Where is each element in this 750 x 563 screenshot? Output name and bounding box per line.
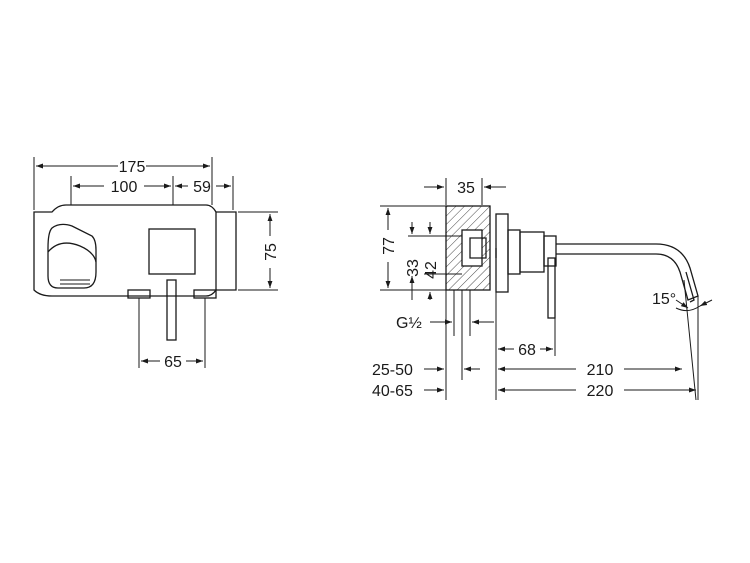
dim-label-right-span: 59 [193,179,211,196]
dim-label-spout-reach-b: 220 [587,383,614,400]
dim-label-left-span: 100 [111,179,138,196]
dim-label-thread: G½ [396,315,422,332]
dim-label-angle: 15° [652,291,676,308]
dim-label-mid-height: 42 [423,261,440,279]
mixer-body [519,231,545,273]
dim-label-wall-range-b: 40-65 [372,383,413,400]
side-lever [547,257,556,319]
dim-label-spout-spacing: 65 [164,354,182,371]
front-view: 175 100 59 75 [33,157,280,371]
lever-handle [166,279,177,341]
dim-label-total-height: 77 [381,237,398,255]
dim-label-wall-range-a: 25-50 [372,362,413,379]
dim-label-overall-width: 175 [119,159,146,176]
outlet-nozzle [47,223,97,289]
dim-label-inner-height: 33 [405,259,422,277]
handle-block [148,228,196,275]
wall-plate-outline [33,204,237,297]
rosette [495,213,509,293]
dim-label-body-depth: 35 [457,180,475,197]
dim-label-spout-reach-a: 210 [587,362,614,379]
dim-label-height: 75 [263,243,280,261]
dim-label-lever-offset: 68 [518,342,536,359]
spout-pipe [556,243,699,301]
wall-box-section [445,205,491,291]
side-view: 35 77 33 42 [372,178,713,401]
